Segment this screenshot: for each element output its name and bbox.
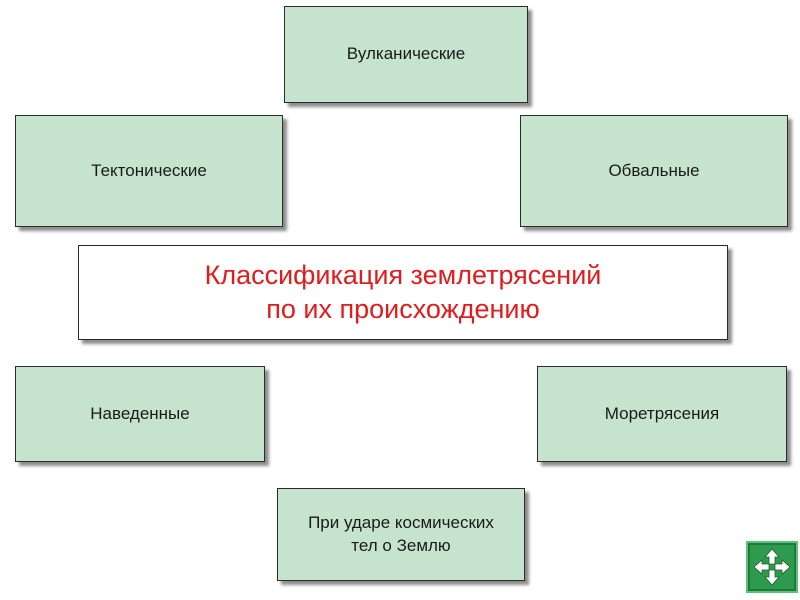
box-landslide-label: Обвальные xyxy=(608,160,700,180)
box-volcanic: Вулканические xyxy=(284,6,528,103)
box-cosmic-label: При ударе космических тел о Землю xyxy=(308,513,494,555)
box-tectonic: Тектонические xyxy=(15,115,283,227)
box-induced-label: Наведенные xyxy=(90,403,190,423)
diagram-title: Классификация землетрясений по их происх… xyxy=(204,259,602,324)
diagram-center-box: Классификация землетрясений по их происх… xyxy=(78,245,728,340)
move-arrows-icon xyxy=(753,548,791,586)
box-volcanic-label: Вулканические xyxy=(346,44,466,64)
box-landslide: Обвальные xyxy=(520,115,788,227)
box-induced: Наведенные xyxy=(15,366,265,462)
box-cosmic: При ударе космических тел о Землю xyxy=(277,488,525,581)
move-button[interactable] xyxy=(746,541,798,593)
box-seaquake: Моретрясения xyxy=(537,366,787,462)
box-seaquake-label: Моретрясения xyxy=(604,403,720,423)
box-tectonic-label: Тектонические xyxy=(91,160,207,180)
